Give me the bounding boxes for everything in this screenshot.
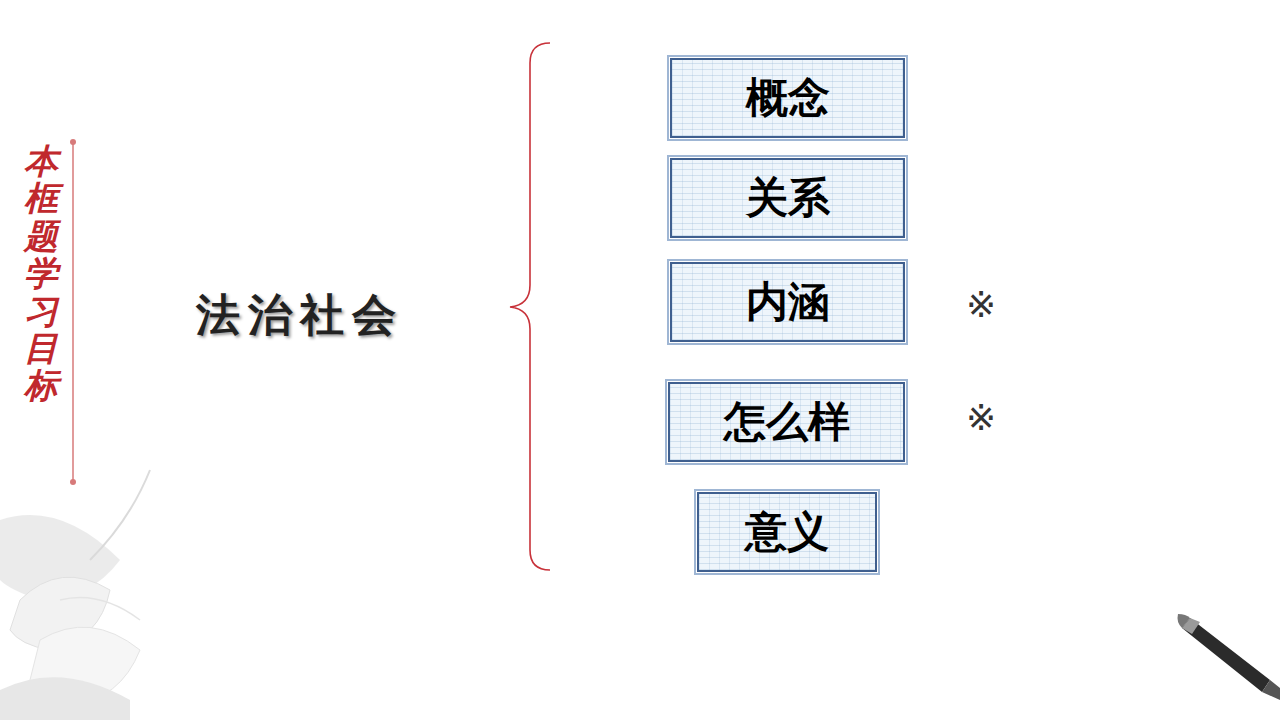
box-text: 意义 [745,509,829,555]
main-topic: 法治社会 [196,286,404,345]
flower-illustration [0,470,150,720]
topic-box: 关系 [670,158,905,238]
topic-box: 概念 [670,58,905,138]
topic-box: 意义 [697,492,877,572]
box-text: 内涵 [746,279,830,325]
curly-bracket [510,43,550,570]
key-mark: ※ [966,284,996,325]
side-rule [70,139,76,485]
box-text: 怎么样 [724,399,850,445]
key-mark: ※ [966,397,996,438]
brush-illustration [1178,614,1280,700]
topic-box: 内涵 [670,262,905,342]
side-heading: 本框题学习目标 [24,143,58,405]
topic-box: 怎么样 [668,382,905,462]
box-text: 概念 [746,75,830,121]
box-text: 关系 [746,175,830,221]
